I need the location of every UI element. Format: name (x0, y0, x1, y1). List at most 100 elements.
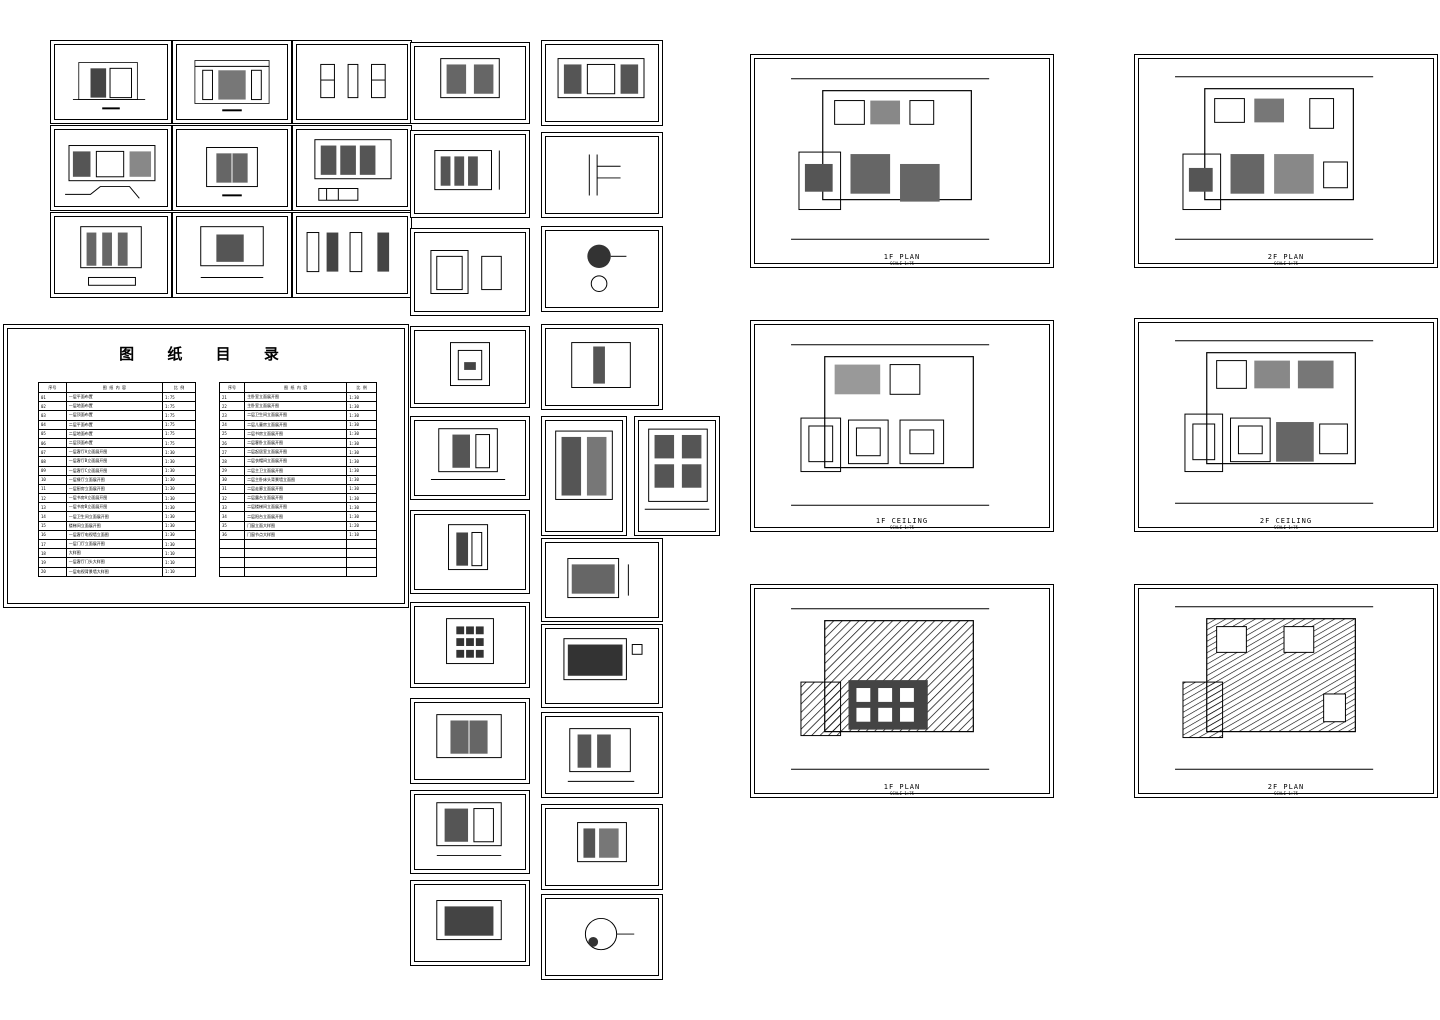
elevation-sheet-5[interactable] (172, 125, 292, 211)
elevation-sheet-9[interactable] (292, 212, 412, 298)
floor-plan-drawing (791, 78, 990, 240)
ceiling-plan-sheet-1f[interactable]: 1F CEILING SCALE 1:75 (750, 320, 1054, 532)
elevation-sheet-3[interactable] (292, 40, 412, 124)
floor-finish-drawing (1175, 606, 1374, 770)
detail-sheet-c1-7[interactable] (410, 602, 530, 688)
detail-drawing (446, 618, 494, 665)
detail-sheet-c2-6[interactable] (634, 416, 720, 536)
catalog-cell-no: 23 (218, 410, 246, 421)
elevation-drawing (314, 139, 392, 201)
catalog-cell-scale: 1:30 (162, 529, 196, 541)
detail-sheet-c2-2[interactable] (541, 132, 663, 218)
catalog-cell-content: 一层平面布置 (65, 391, 164, 403)
detail-sheet-c1-2[interactable] (410, 130, 530, 218)
detail-drawing (587, 244, 627, 292)
detail-sheet-c1-10[interactable] (410, 880, 530, 966)
catalog-cell-no: 01 (38, 391, 67, 403)
catalog-cell-content: 一层书房A立面展开图 (65, 493, 164, 504)
detail-sheet-c1-1[interactable] (410, 42, 530, 124)
detail-sheet-c1-6[interactable] (410, 510, 530, 594)
detail-sheet-c1-5[interactable] (410, 416, 530, 500)
catalog-cell-scale: 1:75 (162, 419, 196, 430)
detail-drawing (434, 150, 500, 191)
detail-sheet-c2-5[interactable] (541, 416, 627, 536)
detail-sheet-c2-1[interactable] (541, 40, 663, 126)
detail-sheet-c1-3[interactable] (410, 228, 530, 316)
catalog-cell-scale (346, 566, 377, 577)
catalog-cell-content: 楼梯间立面展开图 (65, 520, 164, 531)
ceiling-plan-drawing (1175, 340, 1374, 504)
detail-drawing (571, 342, 631, 388)
floor-plan-sheet-2f[interactable]: 2F PLAN SCALE 1:75 (1134, 54, 1438, 268)
catalog-cell-no: 14 (38, 511, 67, 522)
detail-drawing (436, 802, 502, 856)
catalog-cell-content: 一层书房B立面展开图 (65, 502, 164, 513)
catalog-cell-no: 18 (38, 548, 67, 559)
catalog-cell-no: 22 (218, 401, 246, 412)
detail-sheet-c2-11[interactable] (541, 894, 663, 980)
detail-sheet-c1-8[interactable] (410, 698, 530, 784)
floor-finish-sheet-1f[interactable]: 1F PLAN SCALE 1:75 (750, 584, 1054, 798)
elevation-sheet-4[interactable] (50, 125, 172, 211)
detail-sheet-c2-3[interactable] (541, 226, 663, 312)
catalog-cell-content: 二层走廊立面展开图 (244, 483, 348, 495)
floor-finish-sheet-2f[interactable]: 2F PLAN SCALE 1:75 (1134, 584, 1438, 798)
detail-sheet-c2-10[interactable] (541, 804, 663, 890)
catalog-cell-scale: 1:30 (346, 474, 377, 485)
detail-drawing (440, 58, 500, 99)
detail-drawing (588, 154, 621, 196)
catalog-cell-scale (346, 548, 377, 559)
detail-drawing (567, 558, 629, 599)
catalog-cell-content: 大样图 (65, 548, 164, 559)
elevation-sheet-1[interactable] (50, 40, 172, 124)
catalog-cell-scale: 1:30 (162, 493, 196, 504)
elevation-sheet-6[interactable] (292, 125, 412, 211)
sheet-scale: SCALE 1:75 (889, 791, 915, 796)
elevation-sheet-8[interactable] (172, 212, 292, 298)
sheet-scale: SCALE 1:75 (1273, 525, 1299, 530)
detail-sheet-c2-8[interactable] (541, 624, 663, 708)
detail-sheet-c2-4[interactable] (541, 324, 663, 410)
floor-plan-sheet-1f[interactable]: 1F PLAN SCALE 1:75 (750, 54, 1054, 268)
detail-drawing (577, 822, 627, 863)
catalog-cell-scale: 1:30 (346, 437, 377, 449)
catalog-cell-content: 二层阳台立面展开图 (244, 511, 348, 522)
catalog-cell-no: 06 (38, 437, 67, 449)
detail-sheet-c1-4[interactable] (410, 326, 530, 408)
catalog-cell-scale: 1:30 (162, 502, 196, 513)
catalog-cell-no: 07 (38, 447, 67, 458)
header-scale: 比 例 (346, 382, 377, 393)
catalog-cell-no: 36 (218, 529, 246, 541)
catalog-cell-scale: 1:30 (346, 391, 377, 403)
catalog-cell-no: 19 (38, 557, 67, 568)
catalog-cell-scale: 1:30 (162, 465, 196, 476)
catalog-cell-content (244, 538, 348, 550)
catalog-cell-scale: 1:75 (162, 391, 196, 403)
elevation-sheet-7[interactable] (50, 212, 172, 298)
ceiling-plan-sheet-2f[interactable]: 2F CEILING SCALE 1:75 (1134, 318, 1438, 532)
detail-sheet-c2-9[interactable] (541, 712, 663, 798)
catalog-cell-no: 21 (218, 391, 246, 403)
elevation-sheet-2[interactable] (172, 40, 292, 124)
detail-sheet-c1-9[interactable] (410, 790, 530, 874)
catalog-cell-scale: 1:30 (346, 447, 377, 458)
detail-drawing (430, 250, 502, 294)
sheet-title: 2F PLAN (1267, 783, 1305, 791)
header-content: 图 纸 内 容 (244, 382, 348, 393)
catalog-cell-scale: 1:30 (346, 493, 377, 504)
floor-finish-drawing (791, 608, 990, 770)
detail-sheet-c2-7[interactable] (541, 538, 663, 622)
